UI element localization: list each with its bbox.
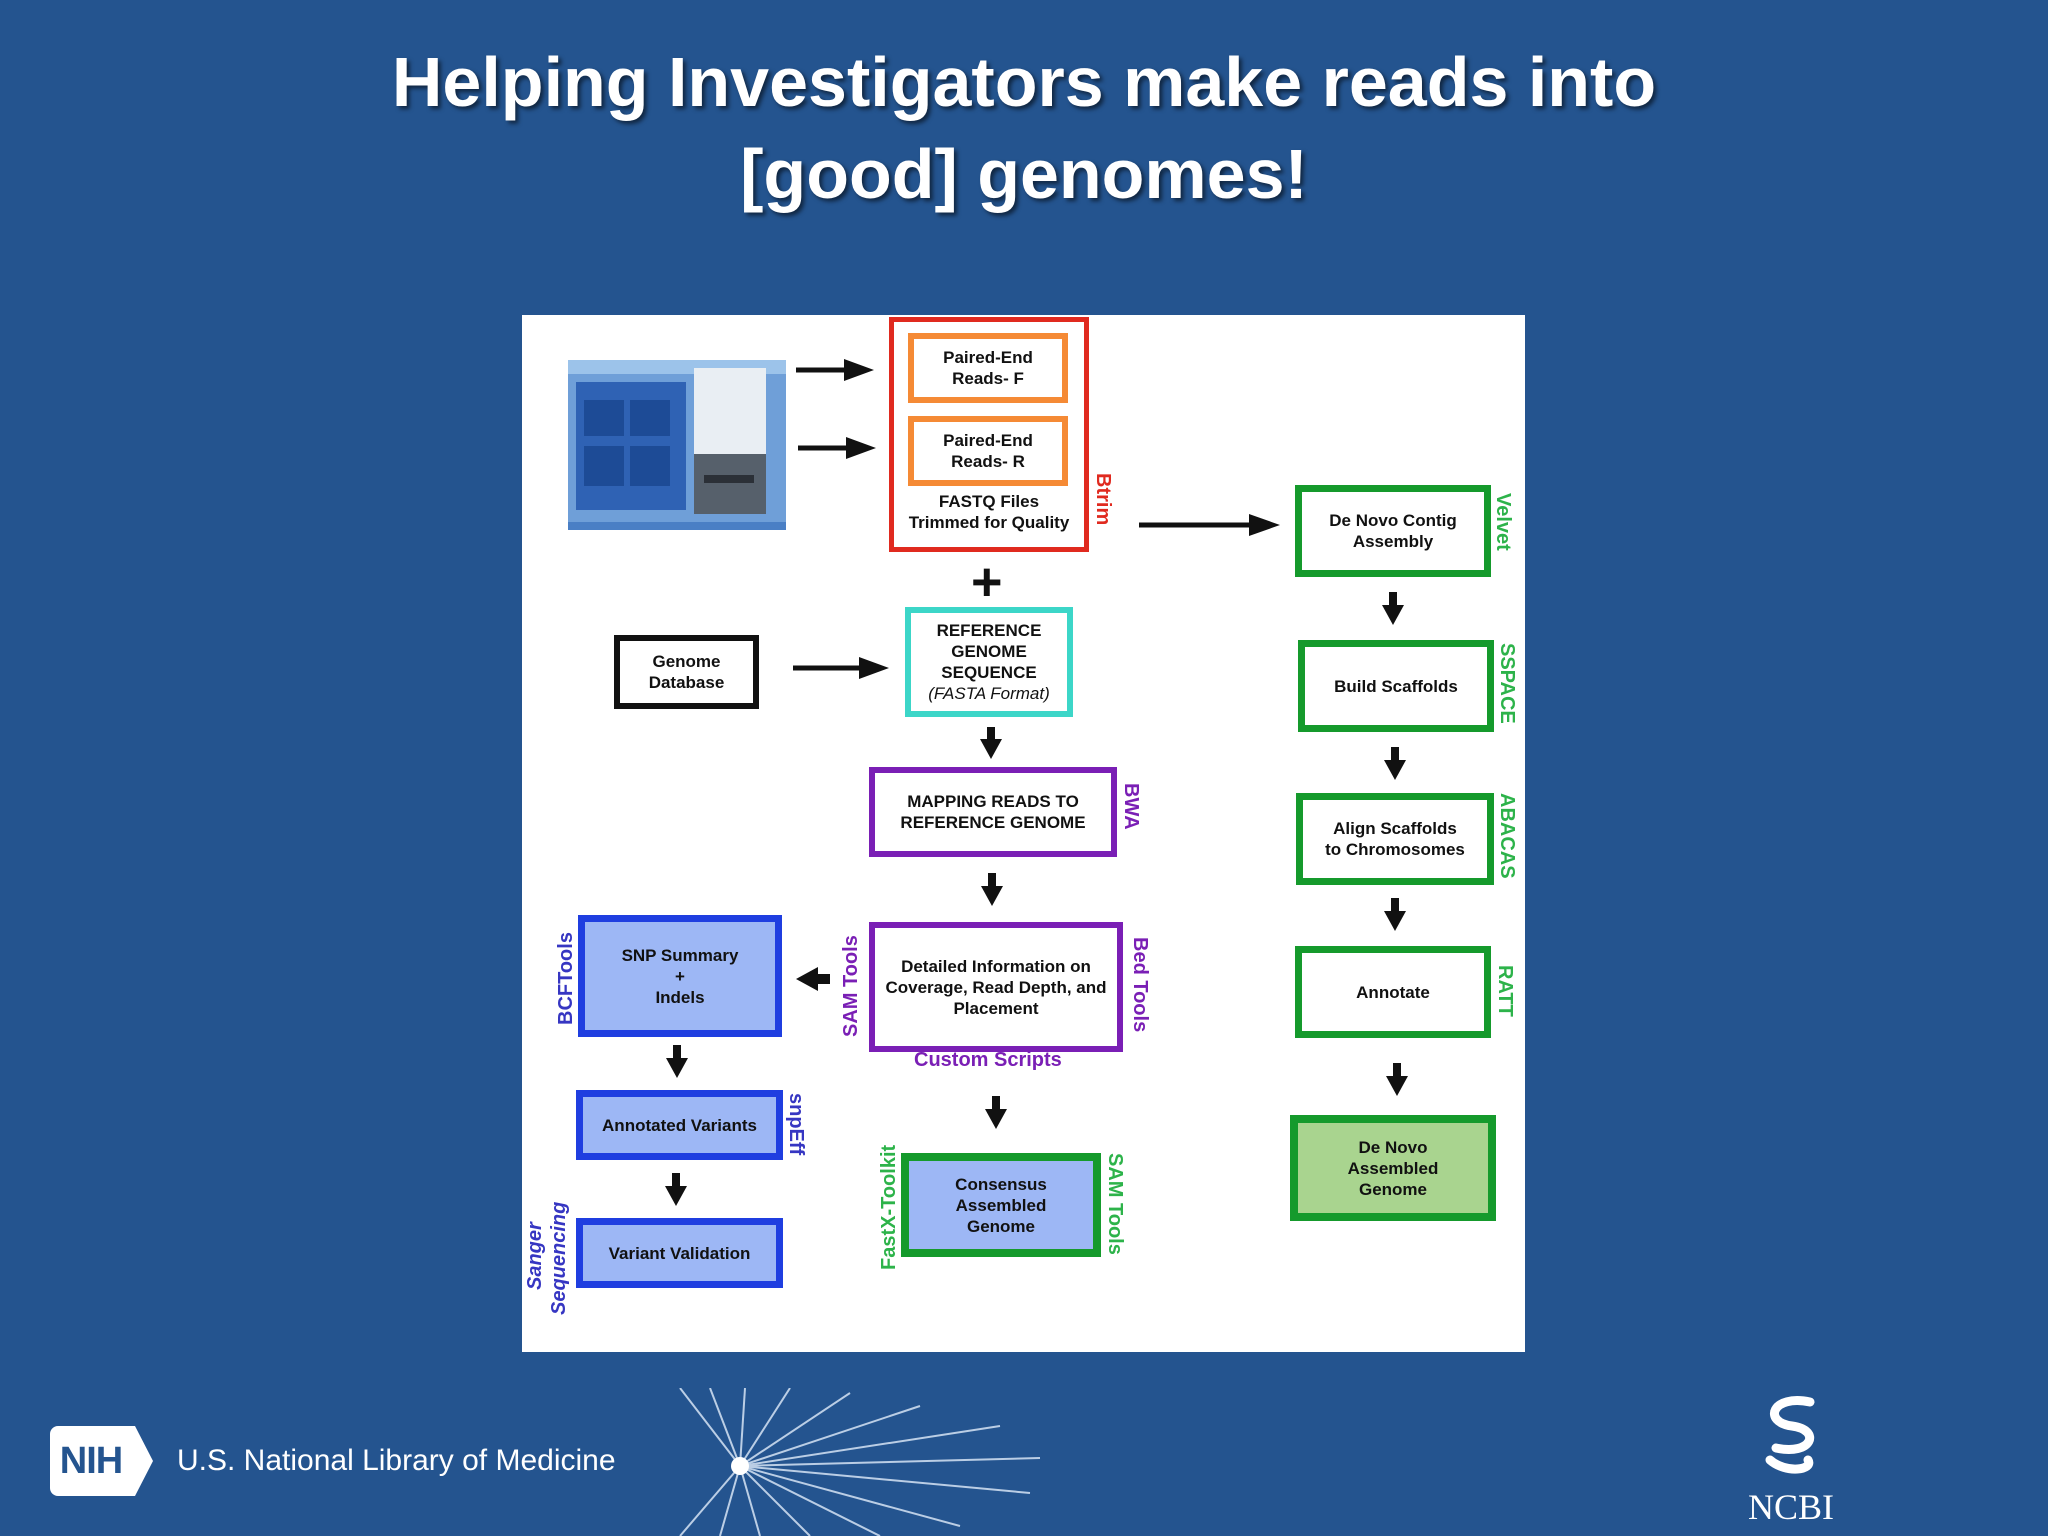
ref-line-4: (FASTA Format) bbox=[928, 684, 1050, 703]
consensus-genome-box: Consensus Assembled Genome bbox=[901, 1153, 1101, 1257]
genome-database-box: Genome Database bbox=[614, 635, 759, 709]
consensus-line-1: Consensus bbox=[955, 1174, 1047, 1194]
denovo-genome-box: De Novo Assembled Genome bbox=[1290, 1115, 1496, 1221]
fastq-line-2: Trimmed for Quality bbox=[908, 513, 1070, 532]
snp-summary-box: SNP Summary + Indels bbox=[578, 915, 782, 1037]
snp-line-2: + bbox=[675, 966, 685, 986]
annotate-box: Annotate bbox=[1295, 946, 1491, 1038]
plus-sign: + bbox=[971, 552, 1003, 612]
genome-db-line-1: Genome bbox=[652, 652, 721, 671]
title-line-1: Helping Investigators make reads into bbox=[391, 43, 1657, 121]
fastq-line-1: FASTQ Files bbox=[938, 492, 1040, 511]
detailed-line-2: Coverage, Read Depth, and bbox=[885, 977, 1107, 997]
arrow-detailed-to-snp bbox=[796, 967, 830, 991]
nih-chevron-icon bbox=[131, 1426, 153, 1496]
arrow-sequencer-to-reads-r bbox=[798, 437, 876, 459]
workflow-diagram: FASTQ Files Trimmed for Quality Paired-E… bbox=[522, 315, 1525, 1352]
ref-line-2: GENOME bbox=[951, 642, 1027, 661]
custom-scripts-label: Custom Scripts bbox=[914, 1049, 1062, 1071]
reads-r-line-2: Reads- R bbox=[951, 452, 1025, 471]
starburst-graphic bbox=[679, 1388, 1041, 1536]
nih-logo: NIH U.S. National Library of Medicine bbox=[50, 1426, 616, 1496]
flow-arrows bbox=[665, 359, 1408, 1206]
denovo-genome-line-3: Genome bbox=[1358, 1179, 1428, 1199]
arrow-annotate-to-genome bbox=[1386, 1063, 1408, 1096]
ncbi-logo-icon bbox=[1765, 1396, 1815, 1474]
snp-line-3: Indels bbox=[655, 987, 705, 1007]
slide-title: Helping Investigators make reads into [g… bbox=[0, 36, 2048, 220]
reads-f-box: Paired-End Reads- F bbox=[908, 333, 1068, 403]
reads-f-line-2: Reads- F bbox=[952, 369, 1024, 388]
detailed-line-1: Detailed Information on bbox=[901, 956, 1091, 976]
denovo-contig-line-1: De Novo Contig bbox=[1329, 511, 1457, 530]
arrow-reference-to-mapping bbox=[980, 727, 1002, 759]
arrow-scaffolds-to-align bbox=[1384, 747, 1406, 780]
variant-validation-box: Variant Validation bbox=[576, 1218, 783, 1288]
arrow-sequencer-to-reads-f bbox=[796, 359, 874, 381]
consensus-line-3: Genome bbox=[966, 1216, 1036, 1236]
denovo-contig-box: De Novo Contig Assembly bbox=[1295, 485, 1491, 577]
genome-db-line-2: Database bbox=[648, 673, 725, 692]
detailed-line-3: Placement bbox=[953, 998, 1039, 1018]
denovo-genome-line-2: Assembled bbox=[1347, 1158, 1439, 1178]
arrow-genome-db-to-reference bbox=[793, 657, 889, 679]
arrow-align-to-annotate bbox=[1384, 898, 1406, 931]
reads-f-line-1: Paired-End bbox=[943, 348, 1033, 367]
ref-line-1: REFERENCE bbox=[936, 621, 1042, 640]
align-scaffolds-line-2: to Chromosomes bbox=[1325, 840, 1465, 859]
annotated-variants-text: Annotated Variants bbox=[602, 1115, 757, 1135]
reference-genome-box: REFERENCE GENOME SEQUENCE (FASTA Format) bbox=[905, 607, 1073, 717]
nih-text: U.S. National Library of Medicine bbox=[177, 1444, 616, 1477]
detailed-info-box: Detailed Information on Coverage, Read D… bbox=[869, 922, 1123, 1052]
reads-r-box: Paired-End Reads- R bbox=[908, 416, 1068, 486]
snp-line-1: SNP Summary bbox=[621, 945, 739, 965]
arrow-snp-to-annotated bbox=[666, 1045, 688, 1078]
arrow-detailed-to-consensus bbox=[985, 1096, 1007, 1129]
ref-line-3: SEQUENCE bbox=[941, 663, 1037, 682]
build-scaffolds-box: Build Scaffolds bbox=[1298, 640, 1494, 732]
btrim-box: FASTQ Files Trimmed for Quality bbox=[889, 317, 1089, 552]
ncbi-label: NCBI bbox=[1748, 1487, 1835, 1527]
mapping-line-1: MAPPING READS TO bbox=[907, 792, 1079, 811]
arrow-mapping-to-detailed bbox=[981, 873, 1003, 906]
sequencer-image bbox=[568, 360, 786, 530]
variant-validation-text: Variant Validation bbox=[608, 1243, 751, 1263]
align-scaffolds-box: Align Scaffolds to Chromosomes bbox=[1296, 793, 1494, 885]
denovo-genome-line-1: De Novo bbox=[1358, 1137, 1428, 1157]
denovo-contig-line-2: Assembly bbox=[1352, 532, 1434, 551]
mapping-line-2: REFERENCE GENOME bbox=[900, 813, 1086, 832]
title-line-2: [good] genomes! bbox=[740, 135, 1308, 213]
arrow-contig-to-scaffolds bbox=[1382, 592, 1404, 625]
annotated-variants-box: Annotated Variants bbox=[576, 1090, 783, 1160]
arrow-trimmed-to-denovo bbox=[1139, 514, 1280, 536]
nih-mark: NIH bbox=[50, 1426, 132, 1496]
annotate-text: Annotate bbox=[1356, 982, 1430, 1002]
build-scaffolds-text: Build Scaffolds bbox=[1334, 676, 1458, 696]
reads-r-line-1: Paired-End bbox=[943, 431, 1033, 450]
align-scaffolds-line-1: Align Scaffolds bbox=[1333, 819, 1457, 838]
arrow-annotated-to-validation bbox=[665, 1173, 687, 1206]
mapping-box: MAPPING READS TO REFERENCE GENOME bbox=[869, 767, 1117, 857]
consensus-line-2: Assembled bbox=[955, 1195, 1047, 1215]
